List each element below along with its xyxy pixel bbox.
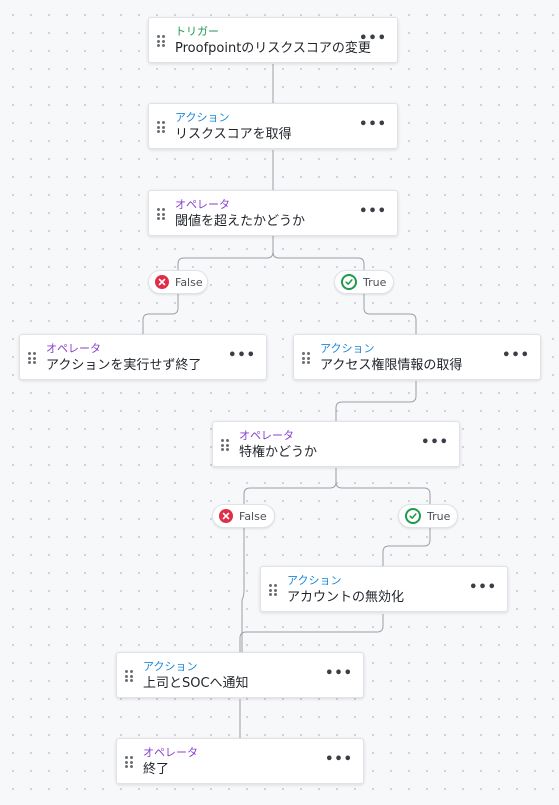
x-circle-icon — [155, 275, 169, 289]
drag-handle-icon[interactable] — [157, 208, 165, 220]
branch-false-button[interactable]: False — [148, 270, 208, 294]
node-type-label: オペレータ — [143, 746, 198, 759]
more-options-icon[interactable]: ••• — [359, 31, 387, 46]
connector — [363, 294, 417, 334]
action-node-disable-account[interactable]: アクション アカウントの無効化 ••• — [260, 566, 508, 612]
node-title: 閾値を超えたかどうか — [175, 214, 306, 229]
more-options-icon[interactable]: ••• — [502, 348, 530, 363]
operator-node-threshold-check[interactable]: オペレータ 閾値を超えたかどうか ••• — [148, 190, 398, 236]
branch-label: True — [427, 509, 451, 523]
check-circle-icon — [341, 274, 357, 290]
check-circle-icon — [405, 508, 421, 524]
drag-handle-icon[interactable] — [157, 35, 165, 47]
connector — [142, 294, 179, 334]
more-options-icon[interactable]: ••• — [325, 666, 353, 681]
node-type-label: アクション — [287, 574, 342, 587]
branch-true-button[interactable]: True — [334, 270, 394, 294]
node-type-label: アクション — [320, 342, 375, 355]
node-title: リスクスコアを取得 — [175, 127, 292, 142]
more-options-icon[interactable]: ••• — [469, 580, 497, 595]
connector — [243, 468, 337, 504]
node-type-label: オペレータ — [46, 342, 101, 355]
drag-handle-icon[interactable] — [302, 352, 310, 364]
node-title: 特権かどうか — [239, 445, 318, 460]
drag-handle-icon[interactable] — [269, 584, 277, 596]
more-options-icon[interactable]: ••• — [325, 752, 353, 767]
x-circle-icon — [219, 509, 233, 523]
node-title: アクセス権限情報の取得 — [320, 358, 463, 373]
branch-label: False — [175, 275, 203, 289]
node-type-label: オペレータ — [175, 198, 230, 211]
trigger-node-risk-score-change[interactable]: トリガー Proofpointのリスクスコアの変更 ••• — [148, 17, 398, 63]
operator-node-end-without-action[interactable]: オペレータ アクションを実行せず終了 ••• — [19, 334, 267, 380]
drag-handle-icon[interactable] — [125, 670, 133, 682]
drag-handle-icon[interactable] — [28, 352, 36, 364]
drag-handle-icon[interactable] — [221, 439, 229, 451]
connector — [335, 481, 431, 504]
connector — [335, 381, 417, 421]
connector — [272, 251, 365, 270]
connector — [241, 528, 245, 652]
action-node-notify-boss-and-soc[interactable]: アクション 上司とSOCへ通知 ••• — [116, 652, 364, 698]
node-type-label: トリガー — [175, 25, 219, 38]
more-options-icon[interactable]: ••• — [421, 435, 449, 450]
branch-label: False — [239, 509, 267, 523]
drag-handle-icon[interactable] — [157, 121, 165, 133]
operator-node-end[interactable]: オペレータ 終了 ••• — [116, 738, 364, 784]
node-title: 上司とSOCへ通知 — [143, 676, 249, 691]
connector — [239, 614, 384, 652]
node-title: アクションを実行せず終了 — [46, 358, 202, 373]
branch-label: True — [363, 275, 387, 289]
drag-handle-icon[interactable] — [125, 756, 133, 768]
node-type-label: オペレータ — [239, 429, 294, 442]
action-node-get-access-info[interactable]: アクション アクセス権限情報の取得 ••• — [293, 334, 541, 380]
more-options-icon[interactable]: ••• — [359, 204, 387, 219]
connector — [382, 528, 431, 566]
node-title: アカウントの無効化 — [287, 590, 405, 605]
branch-false-button[interactable]: False — [212, 504, 275, 528]
node-title: 終了 — [143, 762, 170, 777]
node-title: Proofpointのリスクスコアの変更 — [175, 41, 371, 56]
connector — [177, 236, 274, 270]
more-options-icon[interactable]: ••• — [228, 348, 256, 363]
operator-node-privilege-check[interactable]: オペレータ 特権かどうか ••• — [212, 421, 460, 467]
branch-true-button[interactable]: True — [398, 504, 458, 528]
node-type-label: アクション — [175, 111, 230, 124]
action-node-get-risk-score[interactable]: アクション リスクスコアを取得 ••• — [148, 103, 398, 149]
node-type-label: アクション — [143, 660, 198, 673]
more-options-icon[interactable]: ••• — [359, 117, 387, 132]
